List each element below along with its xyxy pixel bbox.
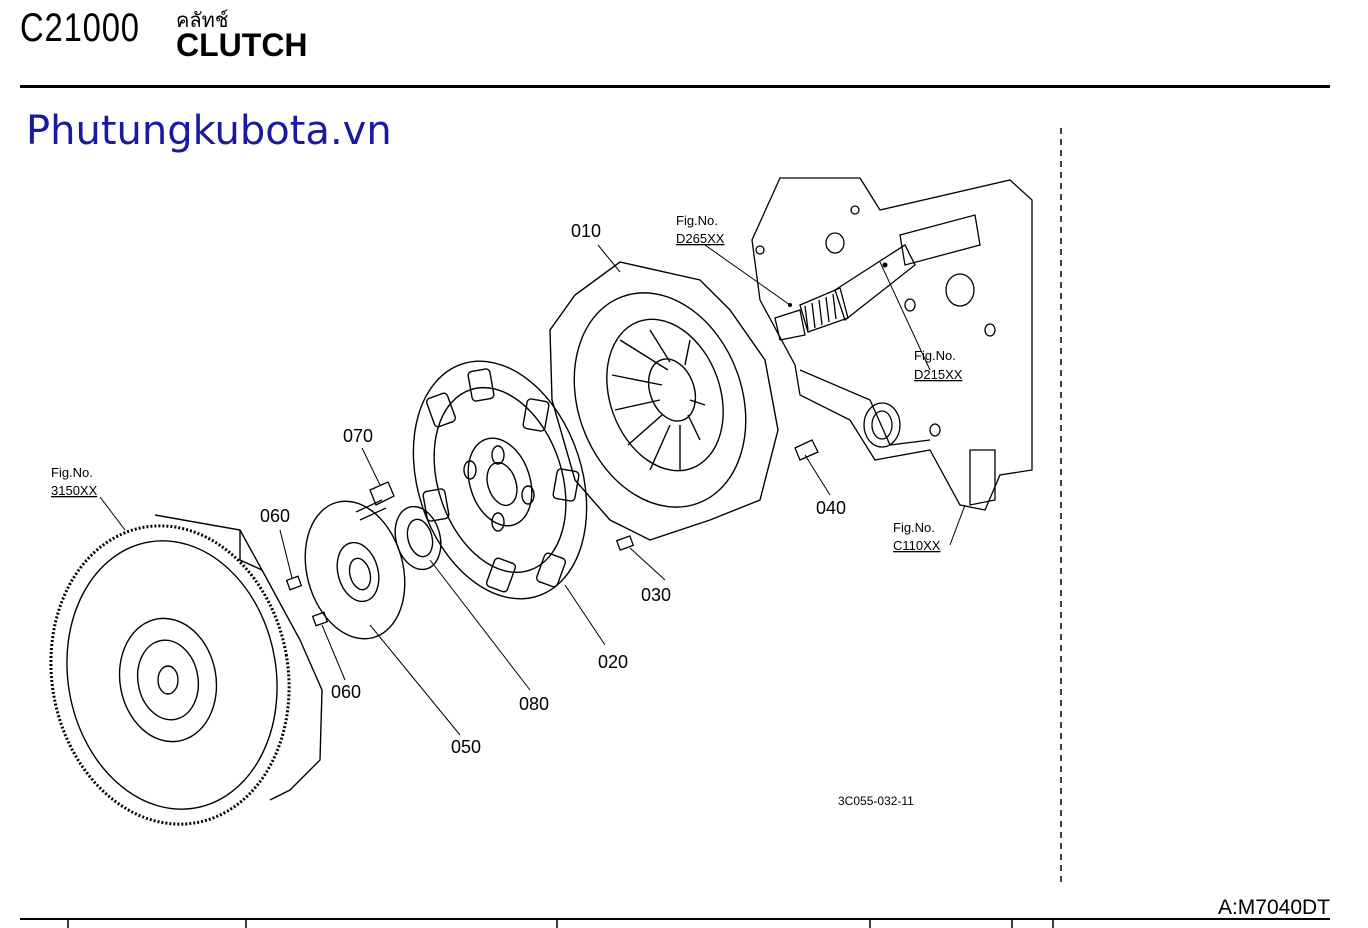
fig-ref-3150: 3150XX [51,483,98,498]
part-label-020: 020 [598,652,628,672]
bottom-table-dividers [67,920,1054,928]
section-title: CLUTCH [176,27,308,63]
transmission-housing [751,177,1033,511]
header-divider [20,85,1330,88]
part-label-010: 010 [571,221,601,241]
part-label-070: 070 [343,426,373,446]
part-label-040: 040 [816,498,846,518]
model-code: A:M7040DT [1217,896,1330,919]
part-label-080: 080 [519,694,549,714]
small-hardware [285,439,819,627]
section-code: C21000 [20,6,140,50]
part-label-030: 030 [641,585,671,605]
fig-ref-d265: D265XX [676,231,725,246]
leader-dots [788,262,888,307]
clutch-disc-020 [412,360,588,600]
diagram-reference-code: 3C055-032-11 [838,794,914,808]
pilot-bearing-080 [394,505,442,571]
fig-ref-label-3150: Fig.No. [51,465,93,480]
pressure-plate-010 [549,261,779,541]
fig-ref-label-d215: Fig.No. [914,348,956,363]
leader-lines [99,244,966,736]
part-label-060-upper: 060 [260,506,290,526]
fig-ref-label-d265: Fig.No. [676,213,718,228]
fig-ref-d215: D215XX [914,367,963,382]
flywheel [49,514,323,826]
footer-divider [20,918,1330,920]
section-title-thai: คลัทช์ [176,8,229,32]
watermark-text: Phutungkubota.vn [26,108,392,154]
part-label-050: 050 [451,737,481,757]
adapter-hub-050 [304,500,406,640]
fig-ref-label-c110: Fig.No. [893,520,935,535]
part-label-060-lower: 060 [331,682,361,702]
fig-ref-c110: C110XX [893,538,941,553]
